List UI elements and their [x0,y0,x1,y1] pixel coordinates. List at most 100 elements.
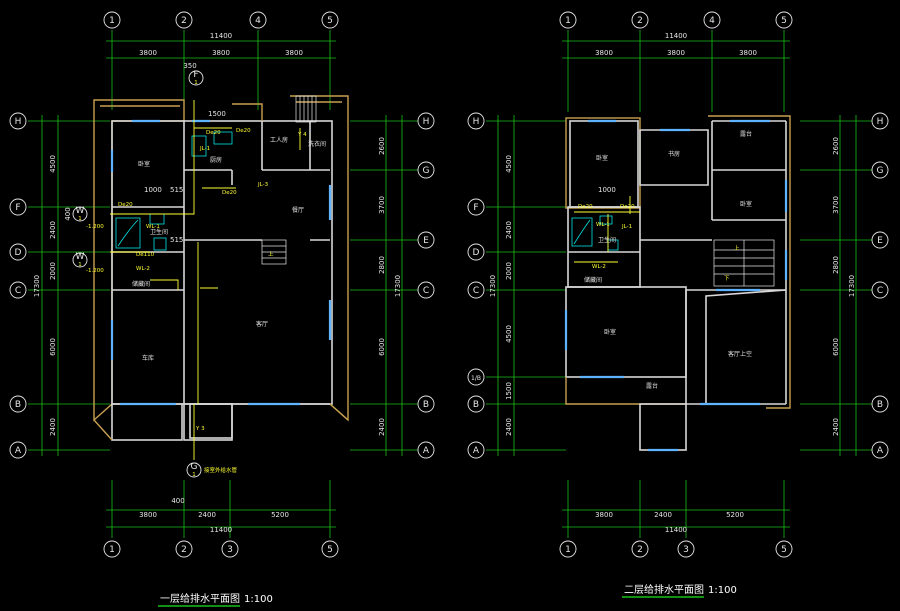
plan2-axis-left-f: F [473,203,478,213]
plan1-right-span-4: 6000 [378,338,386,356]
plan2-top-dimensions: 11400 3800 3800 3800 1 2 4 5 [559,11,793,112]
plan1-right-dimensions: H G E C B A 2600 3700 2800 6000 2400 173… [350,112,435,459]
plan1-axis-bottom-4: 5 [327,545,333,555]
plan1-axis-top-1: 1 [109,16,115,26]
plan1-left-span-6: 2400 [49,418,57,436]
plan1-left-span-5: 6000 [49,338,57,356]
plan1-left-dimensions: H F D C B A 4500 2400 400 2000 6000 2400… [9,112,110,459]
plan1-right-span-5: 2400 [378,418,386,436]
plan2-pipe-labels: De20 De20 WL-1 WL-2 JL-1 1000 上 下 [578,186,740,282]
plan1-label-dim-515a: 515 [170,186,183,194]
plan1-axis-top-3: 4 [255,16,261,26]
plan1-title-block: 一层给排水平面图 1:100 [158,592,273,607]
plan2-axis-top-4: 5 [781,16,787,26]
plan1-top-axis-bubbles: 1 2 4 5 [103,11,339,29]
plan1-axis-top-2: 2 [181,16,187,26]
plan1-pipe-labels: F 1 G 1 接室外给水管 W 1 W 1 De20 De20 De20 De… [72,70,307,478]
plan1-label-de20-a: De20 [118,202,133,208]
plan2-room-bedroom2: 卧室 [740,200,752,208]
plan1-axis-right-h: H [423,117,430,127]
plan1-label-dim-1500: 1500 [208,110,226,118]
plan2-pipes [574,196,640,263]
plan2-right-dimensions: H G E C B A 2600 3700 2800 6000 2400 173… [800,112,889,459]
plan2-axis-bottom-4: 5 [781,545,787,555]
plan1-label-w2-num: 1 [78,262,82,268]
plan2-axis-right-e: E [877,236,883,246]
plan2-bottom-dimensions: 3800 2400 5200 11400 1 2 3 5 [559,480,793,558]
plan1-label-stair-up: 上 [268,250,274,258]
plan1-label-de20-c: De20 [222,190,237,196]
plan1-left-span-2: 2400 [49,221,57,239]
plan1-right-span-1: 2600 [378,137,386,155]
plan1-title: 一层给排水平面图 [160,592,240,605]
plan1-label-g1: G [191,462,198,472]
plan1-room-storage: 储藏间 [132,280,150,288]
plan2-top-span-2: 3800 [667,49,685,57]
plan2-title-block: 二层给排水平面图 1:100 [622,583,737,598]
plan2-label-de20-b: De20 [620,204,635,210]
plan2-top-total: 11400 [665,32,687,40]
plan2-right-span-4: 6000 [832,338,840,356]
plan1-axis-left-b: B [15,400,21,410]
plan1-axis-right-g: G [423,166,430,176]
plan2-room-terrace: 露台 [740,130,752,138]
plan2-title: 二层给排水平面图 [624,583,704,596]
plan1-label-jl3: JL-3 [257,182,269,188]
plan2-left-span-4: 4500 [505,325,513,343]
plan1-room-garage: 车库 [142,354,154,362]
plan1-room-dining: 餐厅 [292,206,304,214]
plan1-room-kitchen: 厨房 [210,156,222,164]
plan2-axis-left-b: B [473,400,479,410]
plan1-label-wl2: WL-2 [136,266,150,272]
plan1-top-span-2: 3800 [212,49,230,57]
plan2-axis-bottom-3: 3 [683,545,689,555]
plan2-left-span-5: 1500 [505,382,513,400]
plan2-left-total: 17300 [489,275,497,297]
plan1-axis-right-c: C [423,286,429,296]
plan1-label-y3: Y 3 [195,426,205,432]
plan1-axis-right-e: E [423,236,429,246]
plan1-label-w1: W [76,206,85,216]
plan1-label-w1-num: 1 [78,216,82,222]
plan1-axis-bottom-1: 1 [109,545,115,555]
plan1-bottom-span-3: 5200 [271,511,289,519]
plan1-label-gauge: 接室外给水管 [204,466,238,474]
plan1-label-elev2: -1.200 [86,268,104,274]
plan2-label-wl2: WL-2 [592,264,606,270]
plan1-label-y4: Y 4 [297,132,307,138]
plan2-axis-top-2: 2 [637,16,643,26]
plan1-label-wl1: WL-1 [146,224,160,230]
plan1-axis-top-4: 5 [327,16,333,26]
plan2-axis-left-d: D [473,248,480,258]
plan1-left-span-3: 400 [64,207,72,220]
plan1-axis-right-b: B [423,400,429,410]
plan2-right-span-2: 3700 [832,196,840,214]
plan1-bottom-dimensions: 400 3800 2400 5200 11400 1 2 3 5 [103,480,339,558]
plan1-label-jl1: JL-1 [199,146,210,152]
plan1-room-labels: 卧室 厨房 工人房 洗衣间 餐厅 卫生间 储藏间 车库 客厅 [132,136,326,362]
plan1-label-f1: F [193,70,198,80]
plan2-label-wl1: WL-1 [596,222,610,228]
plan2-left-span-1: 4500 [505,155,513,173]
plan1-label-de20-d: De20 [236,128,251,134]
plan2-room-upper-living: 客厅上空 [728,350,752,358]
plan1-axis-left-f: F [15,203,20,213]
plan2-label-stair-dn: 下 [724,275,730,282]
plan2-room-balcony: 露台 [646,382,658,390]
plan1-top-dimensions: 11400 3800 3800 3800 350 [106,30,336,110]
plan2-axis-left-c: C [473,286,479,296]
plan1-label-de20-b: De20 [206,130,221,136]
plan1-bottom-span-1: 3800 [139,511,157,519]
plan2-axis-right-c: C [877,286,883,296]
plan1-room-servant: 工人房 [270,136,288,144]
plan2-top-span-1: 3800 [595,49,613,57]
plan1-bottom-extra: 400 [171,497,184,505]
plan1-room-bath: 卫生间 [150,228,168,236]
plan2-label-stair-up: 上 [734,244,740,252]
plan2-axis-right-h: H [877,117,884,127]
plan1-axis-left-d: D [15,248,22,258]
plan2-top-span-3: 3800 [739,49,757,57]
plan2-room-study: 书房 [668,150,680,158]
plan2-axis-left-a: A [473,446,480,456]
